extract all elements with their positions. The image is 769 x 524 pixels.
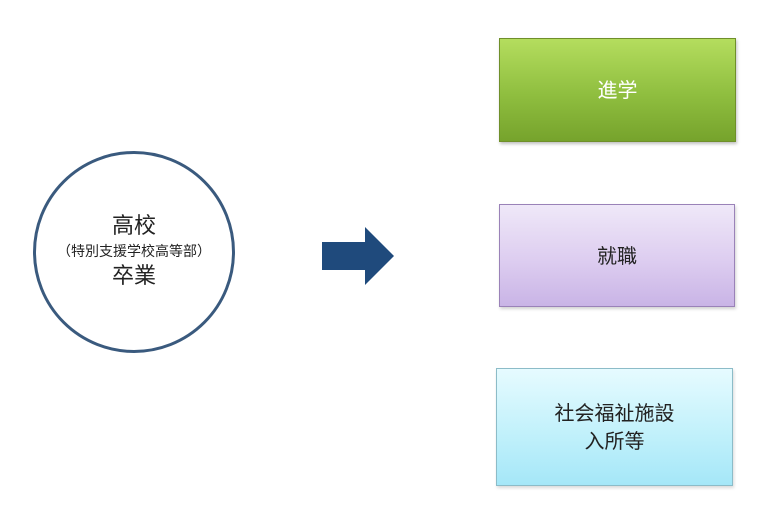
- destination-label-line-1: 社会福祉施設: [554, 401, 675, 425]
- destination-label: 進学: [597, 78, 638, 102]
- destination-welfare-facility: 社会福祉施設 入所等: [496, 368, 733, 486]
- source-line-3: 卒業: [111, 264, 156, 289]
- right-arrow-icon: [322, 227, 394, 285]
- source-line-1: 高校: [111, 214, 156, 239]
- graduation-circle: 高校 （特別支援学校高等部） 卒業: [33, 151, 235, 353]
- destination-label: 就職: [597, 243, 637, 268]
- destination-employment: 就職: [499, 204, 735, 307]
- destination-further-education: 進学: [499, 38, 736, 142]
- source-line-2: （特別支援学校高等部）: [57, 244, 211, 260]
- destination-label-line-2: 入所等: [584, 429, 645, 453]
